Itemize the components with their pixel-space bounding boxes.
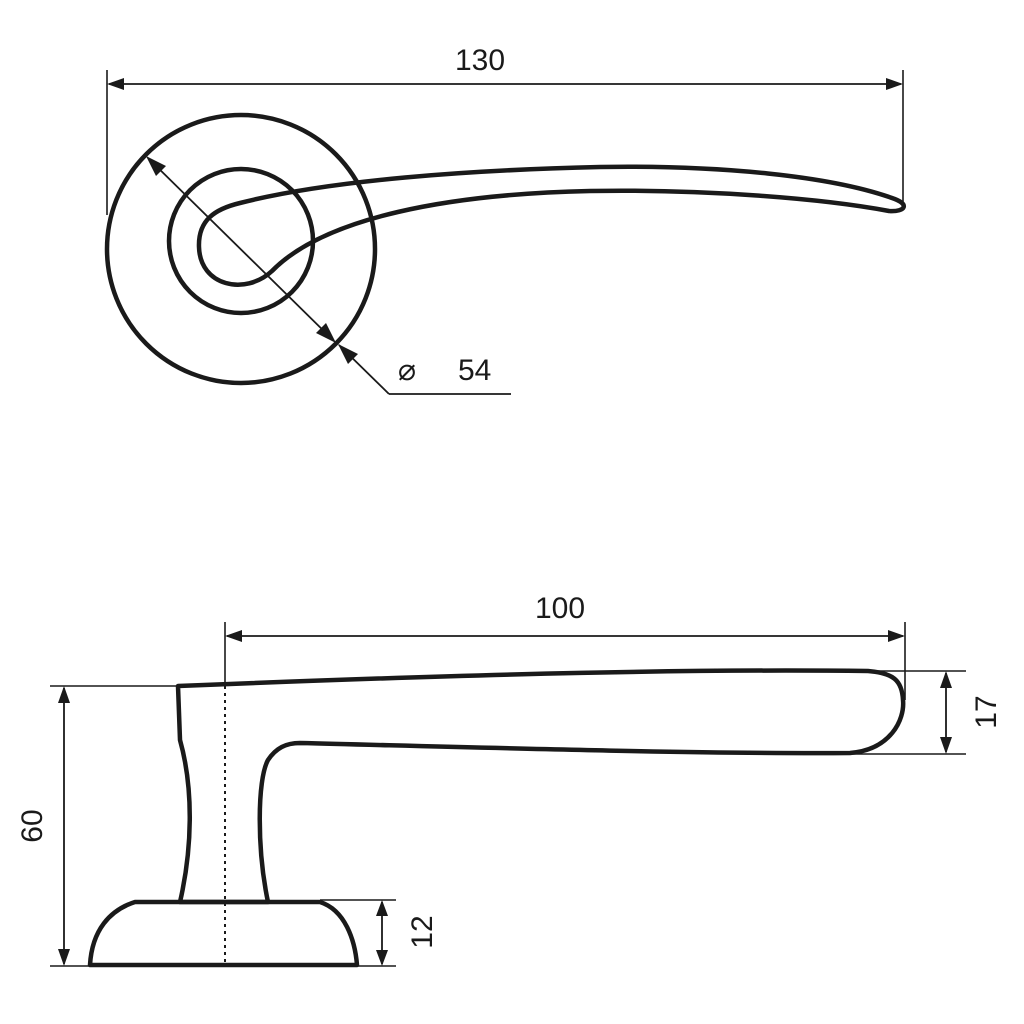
top-diameter-line	[147, 157, 335, 342]
top-diameter-value: 54	[458, 354, 491, 387]
top-diameter-arrow-2	[316, 323, 336, 343]
top-length-arrow-left	[107, 78, 124, 90]
side-rosette-arrow-top	[376, 900, 388, 916]
side-length-arrow-right	[888, 630, 905, 642]
top-diameter-symbol: ⌀	[398, 354, 416, 387]
side-height-arrow-top	[58, 686, 70, 703]
side-height-value: 60	[16, 809, 49, 842]
side-lever-outline	[175, 668, 906, 905]
side-thickness-arrow-bottom	[940, 737, 952, 754]
top-length-value: 130	[455, 44, 505, 77]
top-diameter-arrow-1	[146, 156, 166, 176]
top-diameter-leader-arrow	[338, 344, 358, 364]
side-length-arrow-left	[225, 630, 242, 642]
side-rosette-base	[87, 899, 360, 968]
side-thickness-value: 17	[970, 695, 1003, 728]
side-rosette-arrow-bottom	[376, 950, 388, 966]
side-length-value: 100	[535, 592, 585, 625]
top-view: ⌀ 54 130	[104, 44, 906, 395]
top-length-arrow-right	[886, 78, 903, 90]
side-rosette-value: 12	[406, 915, 439, 948]
top-rosette-outer	[104, 112, 378, 386]
side-view: 100 60 17 12	[16, 592, 1003, 968]
side-height-arrow-bottom	[58, 949, 70, 966]
side-thickness-arrow-top	[940, 671, 952, 688]
top-lever-outline	[196, 164, 906, 287]
